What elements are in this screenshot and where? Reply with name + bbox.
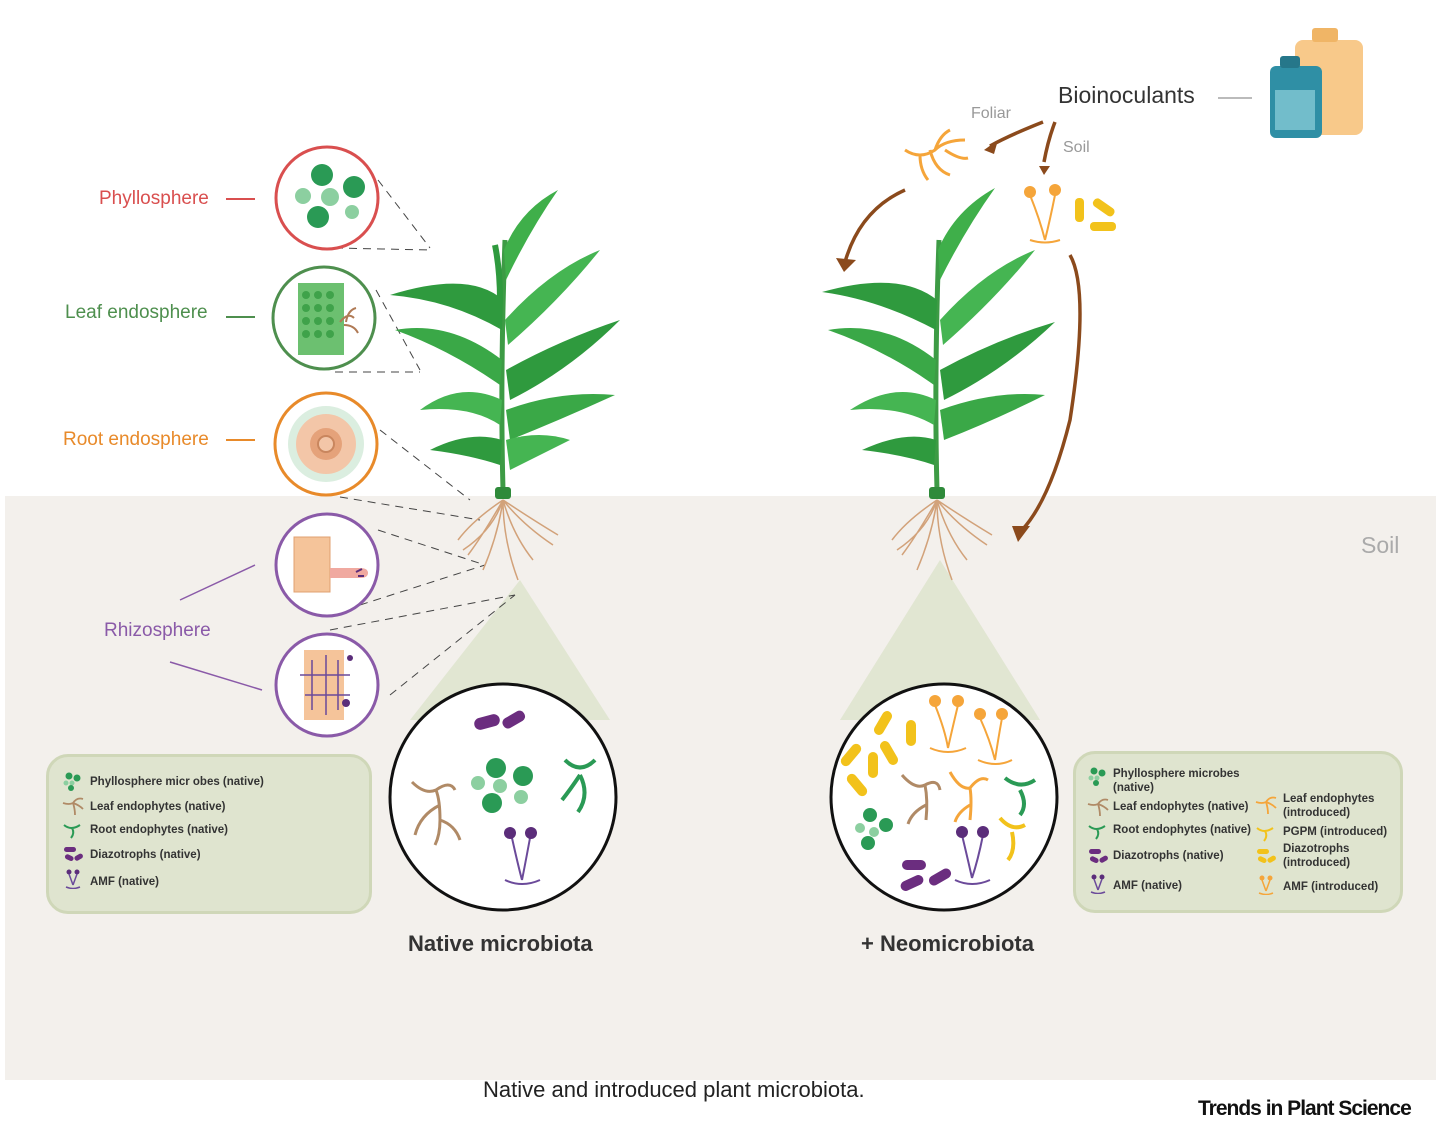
phyllosphere-microbes-icon — [63, 772, 81, 791]
root-endophyte-icon — [1088, 825, 1106, 840]
bioinoculants-title: Bioinoculants — [1058, 82, 1195, 108]
label-leaf-endosphere: Leaf endosphere — [65, 302, 208, 323]
neo-zoom-cone — [840, 560, 1040, 720]
figure-caption: Native and introduced plant microbiota. — [483, 1077, 865, 1102]
phyllosphere-microbes-icon — [1088, 767, 1106, 786]
zone-ticks — [169, 198, 263, 691]
native-legend-item: Phyllosphere micr obes (native) — [90, 776, 264, 788]
leaf-endophyte-icon — [1087, 798, 1109, 816]
neo-roots — [891, 499, 993, 581]
label-soil: Soil — [1361, 532, 1400, 558]
neo-legend-item-introduced: Diazotrophs (introduced) — [1283, 843, 1351, 869]
arrowheads — [836, 140, 1050, 542]
neo-legend-item: Root endophytes (native) — [1113, 824, 1252, 836]
label-phyllosphere: Phyllosphere — [99, 188, 209, 209]
rhizosphere-circle-2 — [274, 632, 380, 738]
label-root-endosphere: Root endosphere — [63, 429, 209, 450]
title-native-microbiota: Native microbiota — [408, 931, 593, 956]
phyllosphere-circle — [274, 145, 380, 251]
neo-legend-item: AMF (native) — [1113, 880, 1182, 892]
native-legend-item: Leaf endophytes (native) — [90, 801, 226, 813]
native-legend-item: Diazotrophs (native) — [90, 849, 201, 861]
amf-icon — [65, 869, 81, 889]
label-rhizosphere: Rhizosphere — [104, 620, 211, 641]
native-legend-item: Root endophytes (native) — [90, 824, 229, 836]
native-plant — [390, 190, 620, 499]
diazotroph-introduced-icon — [1257, 849, 1276, 864]
neo-legend: Phyllosphere microbes (native) Leaf endo… — [1073, 751, 1403, 913]
leaf-endosphere-circle — [271, 265, 377, 371]
diazotroph-icon — [1089, 849, 1108, 864]
diazotroph-icon — [64, 847, 83, 862]
leaf-endophyte-icon — [62, 797, 84, 815]
journal-name: Trends in Plant Science — [1198, 1097, 1412, 1120]
neo-legend-item-introduced: AMF (introduced) — [1283, 881, 1379, 893]
neo-legend-item-introduced: PGPM (introduced) — [1283, 826, 1388, 838]
amf-icon — [1090, 874, 1106, 894]
neo-legend-item: Diazotrophs (native) — [1113, 850, 1224, 862]
label-soil-application: Soil — [1063, 139, 1090, 156]
title-neomicrobiota: + Neomicrobiota — [861, 931, 1034, 956]
root-endosphere-circle — [273, 391, 379, 497]
amf-introduced-icon — [1258, 875, 1274, 895]
neo-plant — [822, 188, 1055, 499]
native-zoom-cone — [410, 580, 610, 720]
bioinoculant-jugs-icon — [1270, 28, 1363, 138]
native-roots — [457, 499, 559, 581]
rhizosphere-circle-1 — [274, 512, 380, 618]
native-legend: Phyllosphere micr obes (native) Leaf end… — [46, 754, 372, 914]
neo-zoom-circle — [829, 682, 1059, 912]
neo-legend-item: Leaf endophytes (native) — [1113, 801, 1249, 813]
foliar-inoculant-endophyte — [904, 128, 969, 181]
pgpm-icon — [1256, 827, 1274, 842]
label-foliar: Foliar — [971, 105, 1012, 122]
leader-lines — [329, 179, 516, 696]
native-legend-item: AMF (native) — [90, 876, 159, 888]
neo-legend-item: Phyllosphere microbes (native) — [1113, 768, 1240, 794]
root-endophyte-icon — [63, 824, 81, 839]
neo-legend-item-introduced: Leaf endophytes (introduced) — [1283, 793, 1375, 819]
leaf-endophyte-introduced-icon — [1255, 796, 1277, 814]
soil-inoculant-microbes — [1024, 184, 1116, 244]
native-zoom-circle — [388, 682, 618, 912]
